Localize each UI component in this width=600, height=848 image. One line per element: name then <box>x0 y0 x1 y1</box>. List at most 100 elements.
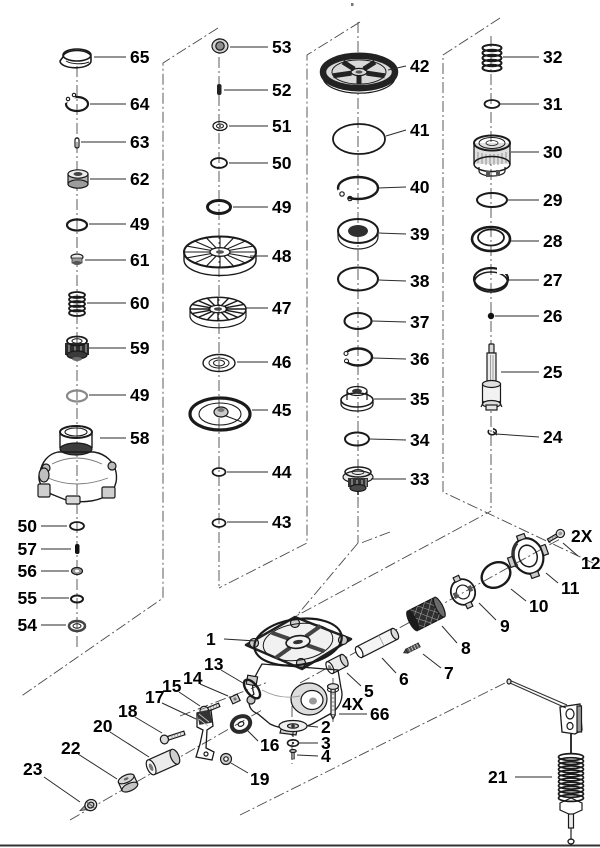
part-41-o-ring <box>332 123 386 155</box>
callout-47: 47 <box>272 298 291 318</box>
part-61-seat <box>70 253 84 265</box>
callout-54: 54 <box>18 615 38 635</box>
callout-65: 65 <box>130 47 150 67</box>
callout-44: 44 <box>272 462 292 482</box>
part-64-retaining-clip <box>60 89 90 113</box>
part-42-spoked-wheel <box>323 56 395 94</box>
callout-50b: 50 <box>272 153 292 173</box>
callout-43: 43 <box>272 512 292 532</box>
registration-mark <box>351 3 354 6</box>
callout-24: 24 <box>543 427 563 447</box>
callouts-right-group: 2X 12 11 10 9 8 7 6 <box>399 526 600 689</box>
part-50-o-ring-2 <box>210 157 228 169</box>
leader-lines-right-group <box>381 542 579 674</box>
part-5-bushing <box>325 653 349 675</box>
callout-17: 17 <box>145 687 164 707</box>
part-58-housing <box>37 425 118 505</box>
part-54-o-ring <box>67 619 87 633</box>
part-10-o-ring <box>480 560 512 590</box>
callout-19: 19 <box>250 769 270 789</box>
callout-63: 63 <box>130 132 150 152</box>
part-37-o-ring <box>343 311 373 331</box>
callout-28: 28 <box>543 231 563 251</box>
part-35-seal <box>340 385 374 412</box>
callout-42: 42 <box>410 56 430 76</box>
callout-39: 39 <box>410 224 430 244</box>
part-66-screw <box>326 683 340 721</box>
callout-20: 20 <box>93 716 113 736</box>
callouts-column2: 53 52 51 50 49 48 47 46 45 44 43 <box>272 37 292 532</box>
part-63-pin <box>74 137 80 149</box>
part-51-washer <box>212 120 228 132</box>
part-6-sleeve <box>354 627 400 659</box>
callout-16: 16 <box>260 735 280 755</box>
part-13-o-ring <box>242 678 262 700</box>
part-55-o-ring <box>70 594 84 604</box>
callout-5: 5 <box>364 681 374 701</box>
callout-46: 46 <box>272 352 292 372</box>
callout-1: 1 <box>206 629 216 649</box>
callout-15: 15 <box>162 676 182 696</box>
part-20-bushing <box>145 748 181 776</box>
part-47-gear <box>190 297 246 329</box>
part-2-washer <box>278 719 308 737</box>
part-7-jet-pin <box>402 642 421 654</box>
callout-27: 27 <box>543 270 562 290</box>
part-14-nut <box>229 693 241 705</box>
callout-7: 7 <box>444 663 454 683</box>
callout-60: 60 <box>130 293 150 313</box>
callouts-center: 1 13 14 15 17 18 20 22 23 16 19 5 4X 66 … <box>23 629 508 789</box>
part-24-clip <box>487 428 498 436</box>
part-49-o-ring-2 <box>206 199 232 215</box>
callout-14: 14 <box>183 668 203 688</box>
part-17-lever <box>195 709 215 761</box>
callouts-column3: 42 41 40 39 38 37 36 35 34 33 <box>410 56 430 489</box>
callout-55: 55 <box>18 588 38 608</box>
callout-23: 23 <box>23 759 43 779</box>
part-32-spring <box>481 43 503 73</box>
part-34-o-ring <box>344 431 370 447</box>
part-18-bolt <box>159 730 186 745</box>
callout-18: 18 <box>118 701 138 721</box>
callout-57: 57 <box>18 539 37 559</box>
callout-52: 52 <box>272 80 292 100</box>
leader-lines-column4 <box>495 56 540 438</box>
part-26-ball <box>487 312 495 320</box>
part-23-screw <box>79 798 98 812</box>
callout-26: 26 <box>543 306 563 326</box>
callout-61: 61 <box>130 250 150 270</box>
part-53-nut <box>211 38 229 54</box>
part-3-washer <box>286 738 300 747</box>
callout-21: 21 <box>488 767 508 787</box>
callout-56: 56 <box>18 561 38 581</box>
part-31-o-ring <box>483 99 501 109</box>
callout-35: 35 <box>410 389 430 409</box>
callout-49c: 49 <box>272 197 292 217</box>
callout-58: 58 <box>130 428 150 448</box>
part-40-snap-ring <box>334 175 380 204</box>
part-56-washer <box>70 566 84 576</box>
callout-qty-2x: 2X <box>571 526 593 546</box>
callout-3: 3 <box>321 733 331 753</box>
part-44-o-ring <box>211 467 227 477</box>
part-62-grommet <box>67 169 89 189</box>
callout-12: 12 <box>581 553 600 573</box>
callout-25: 25 <box>543 362 563 382</box>
callout-49b: 49 <box>130 385 150 405</box>
callout-64: 64 <box>130 94 150 114</box>
part-50-o-ring <box>69 521 85 531</box>
part-33-check-valve <box>342 466 374 495</box>
part-60-spring <box>68 291 86 317</box>
part-49-o-ring <box>65 218 89 232</box>
leader-lines-column1 <box>41 56 126 626</box>
callout-53: 53 <box>272 37 292 57</box>
part-48-impeller <box>184 237 256 277</box>
callout-10: 10 <box>529 596 549 616</box>
part-30-piston-cup <box>473 134 511 177</box>
callout-40: 40 <box>410 177 430 197</box>
part-9-valve-holder <box>449 574 477 610</box>
callout-22: 22 <box>61 738 81 758</box>
part-4-screw <box>289 748 297 760</box>
